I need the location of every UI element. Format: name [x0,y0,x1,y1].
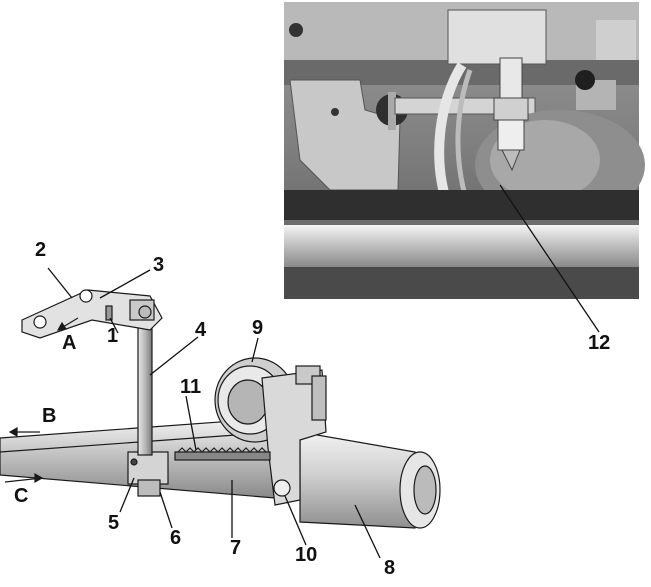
callout-12: 12 [588,332,611,354]
post-4 [137,319,153,456]
inset-photo [284,2,645,299]
rack-11 [174,447,271,461]
cylinder-8 [299,431,441,529]
callout-10: 10 [295,544,318,566]
callout-11: 11 [180,376,202,398]
direction-label-c: C [14,485,29,507]
direction-label-b: B [42,405,57,427]
callout-6: 6 [170,527,182,549]
arrow-b [8,426,40,438]
arm-plate [21,289,163,339]
leader-lines [47,184,600,559]
direction-label-a: A [62,332,77,354]
callout-8: 8 [384,557,396,579]
mechanism-drawing [0,289,441,529]
callout-1: 1 [107,325,119,347]
callout-5: 5 [108,512,120,534]
callout-7: 7 [230,537,242,559]
callout-3: 3 [153,254,165,276]
arrow-a [56,317,79,331]
callout-9: 9 [252,317,264,339]
callout-2: 2 [35,239,47,261]
callout-4: 4 [195,319,207,341]
arrow-c [4,472,44,484]
roller-10 [273,479,291,497]
clamp-block [127,451,169,497]
